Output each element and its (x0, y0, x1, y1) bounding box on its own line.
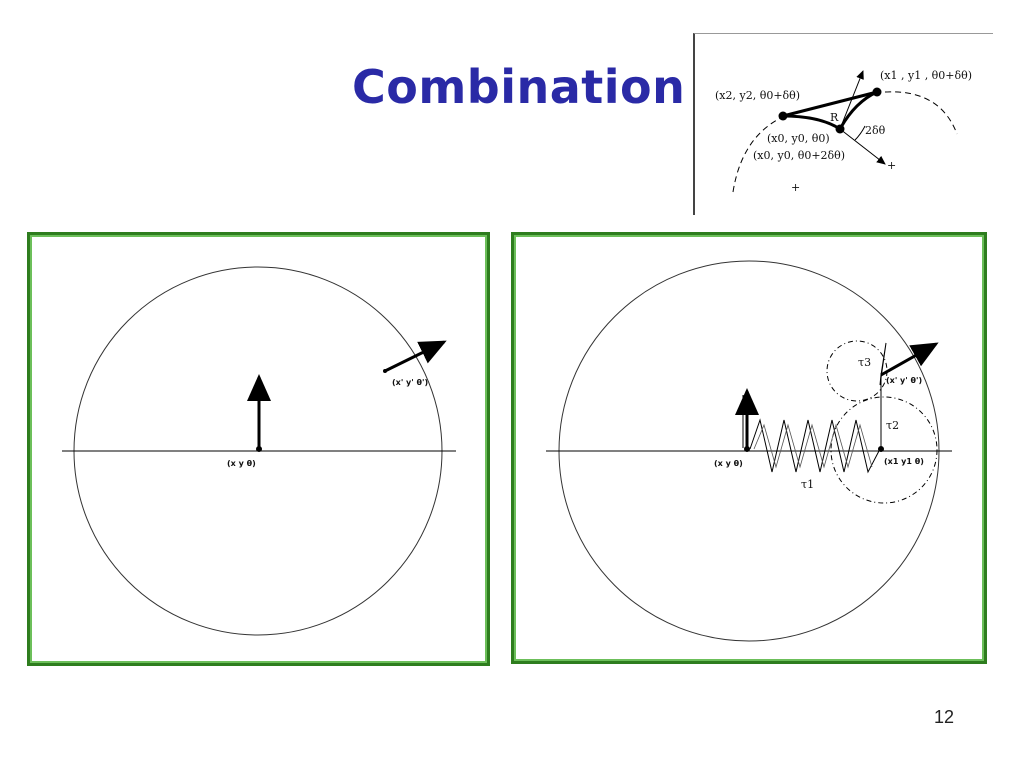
inset-diagram: (x1 , y1 , θ0+δθ) (x2, y2, θ0+δθ) (x0, y… (693, 33, 993, 215)
inset-label-p0: (x0, y0, θ0) (767, 132, 830, 145)
right-start-label: (x y θ) (714, 459, 743, 468)
right-panel: (x y θ) (x' y' θ') (x1 y1 θ) τ1 τ2 τ3 (511, 232, 987, 664)
slide-title: Combination (352, 60, 686, 114)
inset-arrow-down (839, 128, 886, 165)
left-start-point (256, 446, 262, 452)
right-zigzag-tau1 (749, 418, 881, 474)
right-goal-arrow (880, 342, 939, 377)
left-goal-arrow (384, 340, 447, 373)
inset-label-p2: (x2, y2, θ0+δθ) (715, 89, 800, 102)
inset-svg: (x1 , y1 , θ0+δθ) (x2, y2, θ0+δθ) (x0, y… (715, 69, 972, 194)
inset-label-angle: 2δθ (865, 124, 886, 137)
left-panel: (x y θ) (x' y' θ') (27, 232, 490, 666)
left-goal-label: (x' y' θ') (392, 378, 428, 387)
inset-dashed-arc-right (884, 91, 958, 135)
right-tau1-label: τ1 (801, 478, 814, 491)
left-goal-point (383, 369, 387, 373)
right-tau3-shape (879, 342, 887, 386)
inset-point-p2 (778, 111, 788, 121)
inset-label-p1: (x1 , y1 , θ0+δθ) (880, 69, 972, 82)
inset-plus-bottom: + (791, 181, 800, 194)
right-dashed-circle-tau3 (826, 340, 888, 402)
inset-label-p0b: (x0, y0, θ0+2δθ) (753, 149, 845, 162)
right-dashed-circle-tau2 (830, 396, 938, 504)
inset-plus-right: + (887, 159, 896, 172)
right-zigzag-tau1-b (753, 423, 873, 469)
left-start-label: (x y θ) (227, 459, 256, 468)
slide-number: 12 (934, 707, 955, 727)
inset-chord (782, 90, 878, 118)
inset-point-p0 (835, 124, 845, 134)
right-goal-label: (x' y' θ') (886, 376, 922, 385)
inset-arrow-up (839, 70, 864, 130)
right-mid-point (878, 446, 884, 452)
inset-label-r: R (830, 111, 839, 124)
right-tau2-label: τ2 (886, 419, 899, 432)
right-panel-svg: (x y θ) (x' y' θ') (x1 y1 θ) τ1 τ2 τ3 (546, 260, 952, 642)
left-panel-svg: (x y θ) (x' y' θ') (62, 266, 456, 636)
inset-angle-arc (854, 125, 866, 141)
right-start-point (744, 446, 750, 452)
right-tau3-label: τ3 (858, 356, 871, 369)
right-mid-label: (x1 y1 θ) (884, 457, 924, 466)
inset-point-p1 (872, 87, 882, 97)
